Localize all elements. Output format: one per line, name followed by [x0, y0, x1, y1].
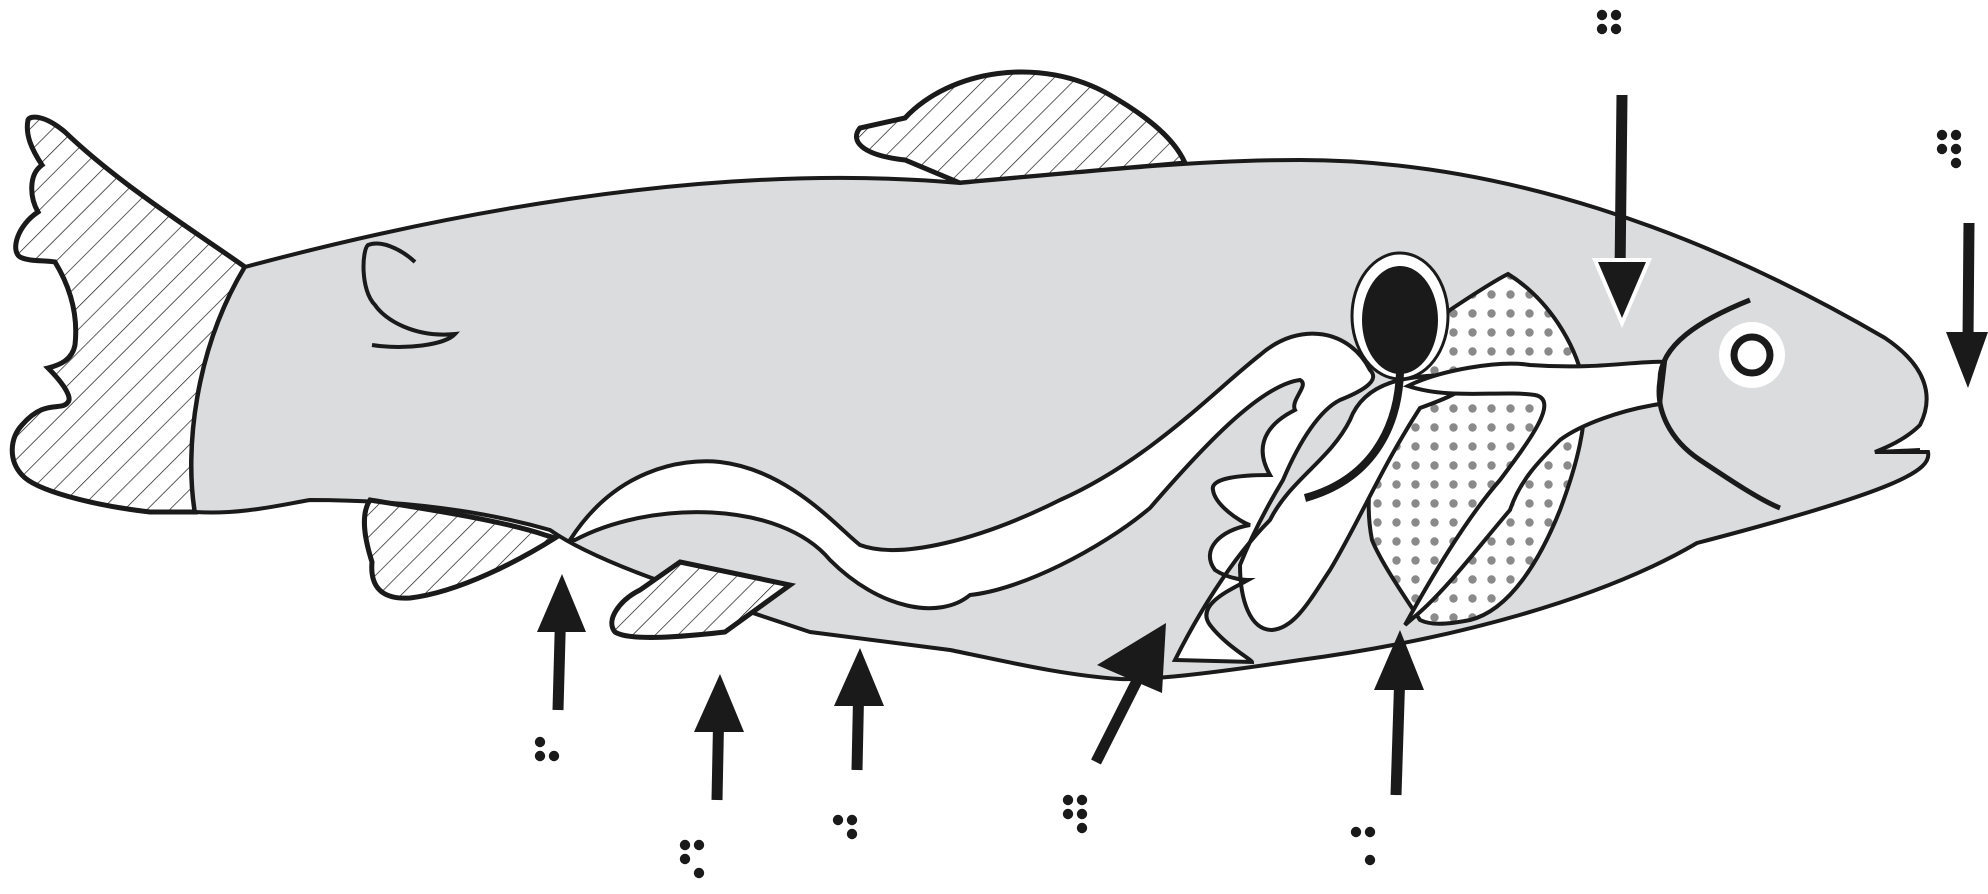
- braille-dot: [1611, 24, 1621, 34]
- braille-dot: [1951, 130, 1961, 140]
- arrow-5: [1374, 630, 1424, 795]
- callout-2-braille: [680, 840, 704, 878]
- braille-dot: [1597, 10, 1607, 20]
- mouth-line: [1877, 450, 1920, 452]
- callout-1-braille: [535, 737, 559, 761]
- arrow-6: [1598, 95, 1646, 318]
- braille-dot: [1597, 24, 1607, 34]
- braille-dot: [1077, 795, 1087, 805]
- braille-dot: [847, 829, 857, 839]
- braille-dot: [1951, 144, 1961, 154]
- arrow-3: [834, 648, 884, 770]
- braille-dot: [680, 854, 690, 864]
- braille-dot: [1351, 827, 1361, 837]
- arrow-2: [694, 674, 744, 800]
- braille-dot: [1077, 809, 1087, 819]
- braille-dot: [1937, 144, 1947, 154]
- braille-dot: [833, 815, 843, 825]
- arrow-7: [1946, 223, 1988, 388]
- callout-5-braille: [1351, 827, 1375, 865]
- heart-organ: [1362, 266, 1438, 374]
- braille-dot: [1951, 158, 1961, 168]
- callout-4-braille: [1063, 795, 1087, 833]
- eye-ring: [1734, 337, 1770, 373]
- braille-dot: [1611, 10, 1621, 20]
- braille-dot: [535, 751, 545, 761]
- braille-dot: [1365, 827, 1375, 837]
- callout-6-braille: [1597, 10, 1621, 34]
- braille-dot: [549, 751, 559, 761]
- braille-dot: [680, 840, 690, 850]
- braille-dot: [535, 737, 545, 747]
- fish-body: [192, 160, 1929, 679]
- braille-dot: [694, 868, 704, 878]
- callout-7-braille: [1937, 130, 1961, 168]
- callout-3-braille: [833, 815, 857, 839]
- braille-dot: [1063, 795, 1073, 805]
- braille-dot: [1063, 809, 1073, 819]
- braille-dot: [1937, 130, 1947, 140]
- braille-dot: [847, 815, 857, 825]
- braille-dot: [694, 840, 704, 850]
- arrow-1: [537, 574, 586, 710]
- braille-dot: [1077, 823, 1087, 833]
- braille-dot: [1365, 855, 1375, 865]
